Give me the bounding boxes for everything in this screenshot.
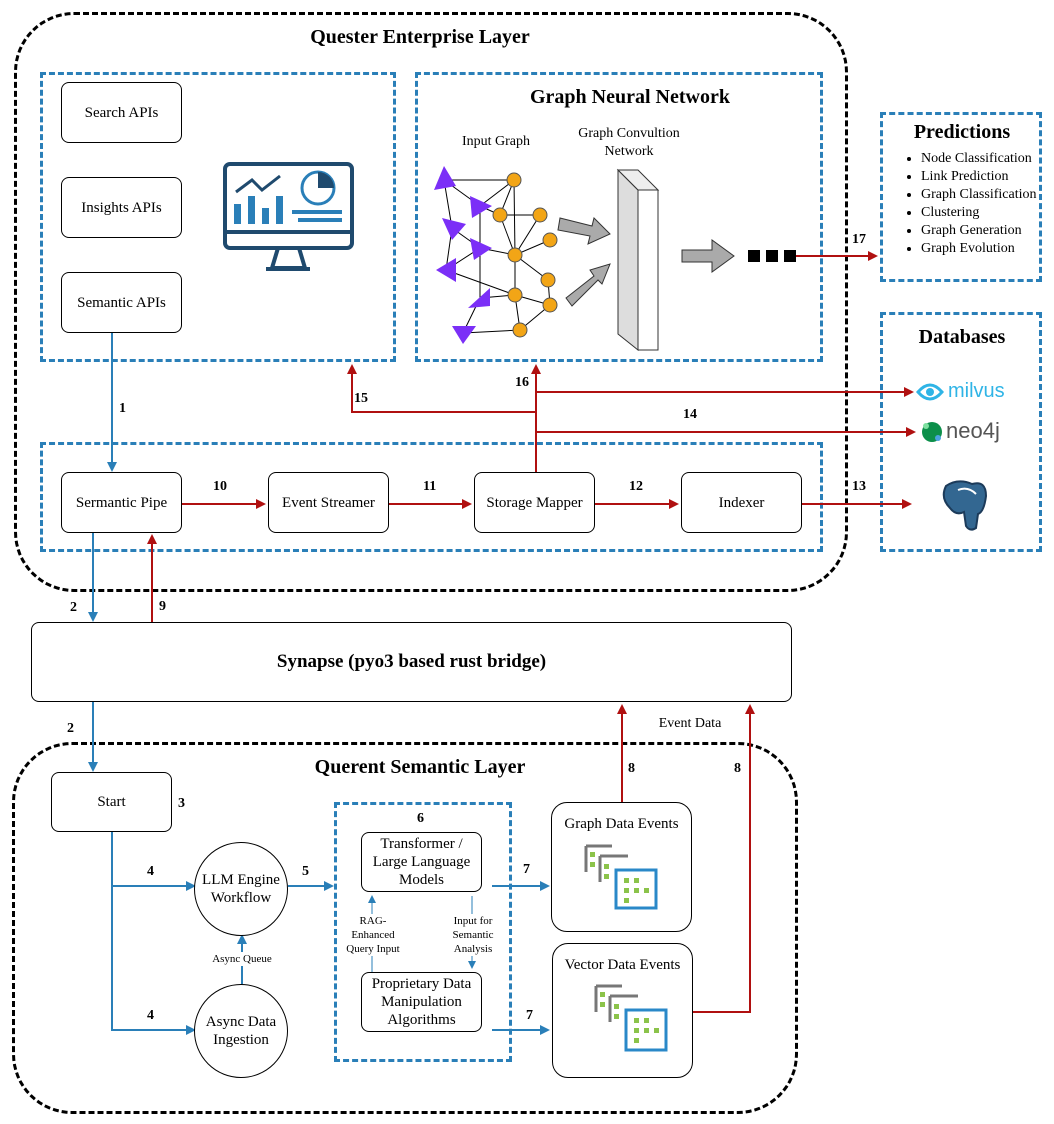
search-apis-box[interactable]: Search APIs bbox=[61, 82, 182, 143]
llm-panel bbox=[334, 802, 512, 1062]
step-12: 12 bbox=[629, 479, 643, 494]
step-9: 9 bbox=[159, 599, 166, 614]
milvus-logo-text: milvus bbox=[948, 380, 1005, 402]
step-8: 8 bbox=[628, 761, 635, 776]
prediction-item: Link Prediction bbox=[921, 168, 1049, 186]
predictions-title: Predictions bbox=[913, 121, 1011, 143]
gnn-title: Graph Neural Network bbox=[530, 86, 730, 108]
step-16: 16 bbox=[515, 375, 529, 390]
gnn-panel bbox=[415, 72, 823, 362]
step-3: 3 bbox=[178, 796, 185, 811]
step-5: 5 bbox=[302, 864, 309, 879]
prediction-item: Graph Generation bbox=[921, 222, 1049, 240]
semantic-layer-region bbox=[12, 742, 798, 1114]
predictions-list: Node Classification Link Prediction Grap… bbox=[899, 150, 1049, 258]
insights-apis-box[interactable]: Insights APIs bbox=[61, 177, 182, 238]
indexer-box[interactable]: Indexer bbox=[681, 472, 802, 533]
vector-events-box[interactable]: Vector Data Events bbox=[552, 943, 693, 1078]
arrow-15 bbox=[347, 364, 536, 413]
step-4: 4 bbox=[147, 864, 154, 879]
step-11: 11 bbox=[423, 479, 437, 494]
prediction-item: Graph Classification bbox=[921, 186, 1049, 204]
rag-label: RAG-Enhanced Query Input bbox=[338, 914, 408, 956]
synapse-box[interactable]: Synapse (pyo3 based rust bridge) bbox=[31, 622, 792, 702]
pipeline-panel bbox=[40, 442, 823, 552]
databases-title: Databases bbox=[918, 326, 1006, 348]
predictions-panel bbox=[880, 112, 1042, 282]
semantic-layer-title: Querent Semantic Layer bbox=[314, 756, 526, 778]
sermantic-pipe-box[interactable]: Sermantic Pipe bbox=[61, 472, 182, 533]
step-6: 6 bbox=[417, 811, 424, 826]
step-15: 15 bbox=[354, 391, 368, 406]
prediction-item: Graph Evolution bbox=[921, 240, 1049, 258]
step-8: 8 bbox=[734, 761, 741, 776]
semantic-input-label: Input for Semantic Analysis bbox=[440, 914, 506, 956]
step-1: 1 bbox=[119, 401, 126, 416]
async-queue-label: Async Queue bbox=[200, 952, 284, 966]
step-2: 2 bbox=[70, 600, 77, 615]
step-10: 10 bbox=[213, 479, 227, 494]
llm-engine-circle[interactable]: LLM Engine Workflow bbox=[194, 842, 288, 936]
proprietary-box[interactable]: Proprietary Data Manipulation Algorithms bbox=[361, 972, 482, 1032]
step-2: 2 bbox=[67, 721, 74, 736]
start-box[interactable]: Start bbox=[51, 772, 172, 832]
enterprise-layer-title: Quester Enterprise Layer bbox=[310, 26, 530, 48]
arrow-4b bbox=[111, 886, 196, 1035]
gcn-label: Graph Convultion Network bbox=[578, 126, 680, 159]
step-7: 7 bbox=[526, 1008, 533, 1023]
api-panel bbox=[40, 72, 396, 362]
semantic-apis-box[interactable]: Semantic APIs bbox=[61, 272, 182, 333]
graph-events-box[interactable]: Graph Data Events bbox=[551, 802, 692, 932]
event-data-label: Event Data bbox=[658, 716, 722, 731]
event-streamer-box[interactable]: Event Streamer bbox=[268, 472, 389, 533]
enterprise-layer-region bbox=[14, 12, 848, 592]
storage-mapper-box[interactable]: Storage Mapper bbox=[474, 472, 595, 533]
step-17: 17 bbox=[852, 232, 866, 247]
transformer-box[interactable]: Transformer / Large Language Models bbox=[361, 832, 482, 892]
step-13: 13 bbox=[852, 479, 866, 494]
step-4: 4 bbox=[147, 1008, 154, 1023]
async-ingestion-circle[interactable]: Async Data Ingestion bbox=[194, 984, 288, 1078]
prediction-item: Node Classification bbox=[921, 150, 1049, 168]
step-7: 7 bbox=[523, 862, 530, 877]
prediction-item: Clustering bbox=[921, 204, 1049, 222]
input-graph-label: Input Graph bbox=[461, 134, 531, 149]
arrow-8b bbox=[692, 704, 755, 1013]
step-14: 14 bbox=[683, 407, 697, 422]
neo4j-logo-text: neo4j bbox=[946, 418, 1000, 443]
